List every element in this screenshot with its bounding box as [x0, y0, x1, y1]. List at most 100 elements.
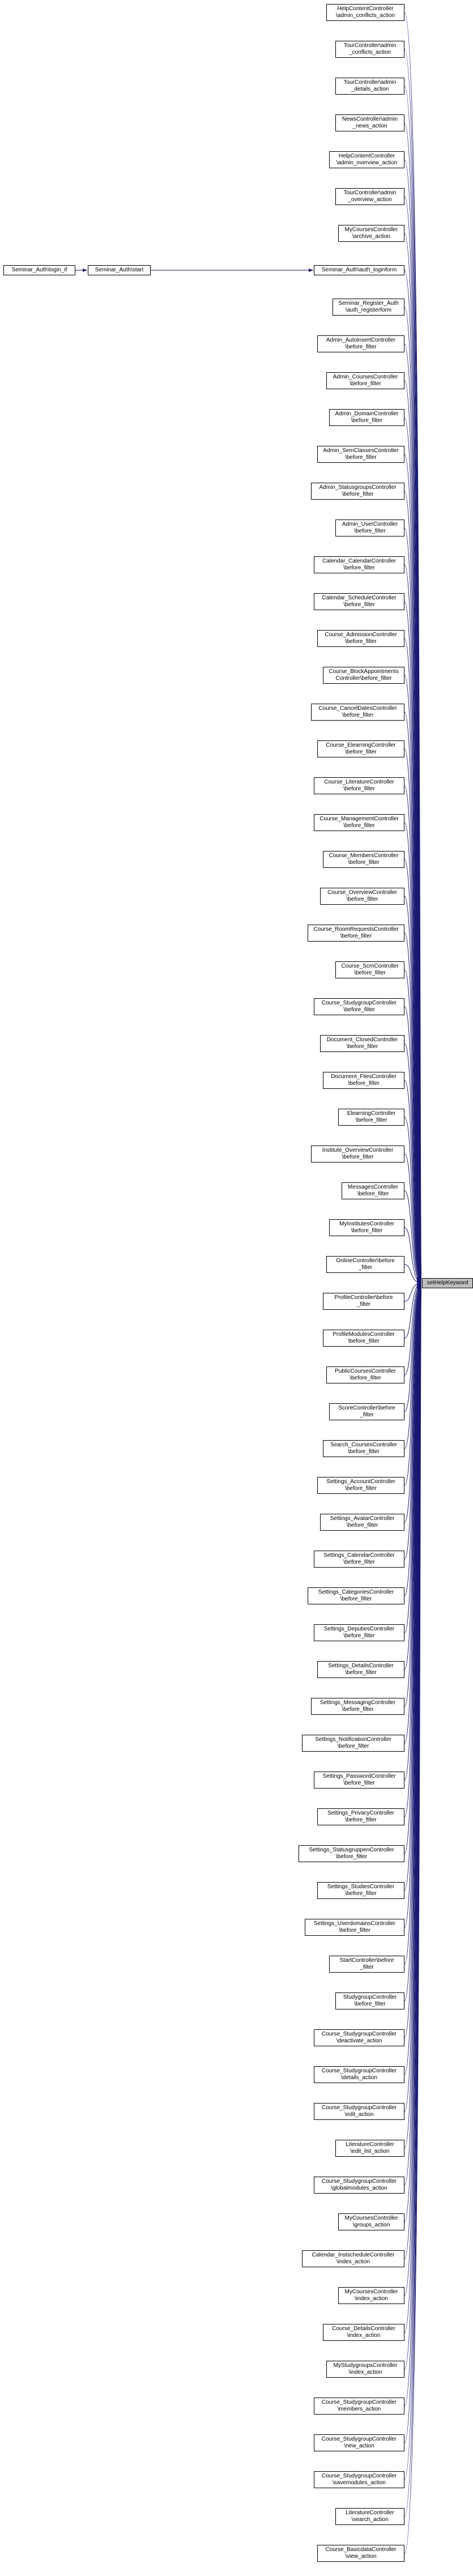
node-newscontroller-admin-news-action[interactable]: NewsController\admin_news_action: [335, 114, 404, 131]
node-calendar-instschedulecontroller-index-action[interactable]: Calendar_InstscheduleController\index_ac…: [302, 2250, 404, 2267]
call-edge: [404, 1190, 422, 1284]
node-helpcontentcontroller-admin-overview-action[interactable]: HelpContentController\admin_overview_act…: [329, 151, 404, 168]
node-course-overviewcontroller-before-filter[interactable]: Course_OverviewController\before_filter: [320, 888, 404, 905]
node-label-line: Course_StudygroupController: [321, 2068, 397, 2074]
node-settings-calendarcontroller-before-filter[interactable]: Settings_CalendarController\before_filte…: [314, 1551, 404, 1568]
node-settings-messagingcontroller-before-filter[interactable]: Settings_MessagingController\before_filt…: [311, 1698, 404, 1715]
node-course-detailscontroller-index-action[interactable]: Course_DetailsController\index_action: [323, 2324, 404, 2341]
node-literaturecontroller-edit-list-action[interactable]: LiteratureController\edit_list_action: [335, 2140, 404, 2157]
node-course-memberscontroller-before-filter[interactable]: Course_MembersController\before_filter: [323, 851, 404, 868]
node-settings-statusgruppencontroller-before-filter[interactable]: Settings_StatusgruppenController\before_…: [299, 1845, 404, 1862]
node-course-studygroupcontroller-savemodules-action[interactable]: Course_StudygroupController\savemodules_…: [314, 2471, 404, 2488]
node-course-studygroupcontroller-before-filter[interactable]: Course_StudygroupController\before_filte…: [314, 998, 404, 1015]
node-seminar-register-auth-auth-registerform[interactable]: Seminar_Register_Auth\auth_registerform: [333, 299, 404, 316]
node-label-line: \before_filter: [354, 970, 386, 976]
node-admin-domaincontroller-before-filter[interactable]: Admin_DomainController\before_filter: [329, 409, 404, 426]
node-settings-deputiescontroller-before-filter[interactable]: Settings_DeputiesController\before_filte…: [314, 1624, 404, 1641]
node-settings-privacycontroller-before-filter[interactable]: Settings_PrivacyController\before_filter: [317, 1808, 404, 1825]
node-course-basicdatacontroller-view-action[interactable]: Course_BasicdataController\view_action: [317, 2545, 404, 2562]
node-settings-studiescontroller-before-filter[interactable]: Settings_StudiesController\before_filter: [317, 1882, 404, 1899]
node-label-line: Course_BlockAppointments: [329, 669, 399, 675]
node-label-line: \before_filter: [342, 1154, 374, 1160]
node-label-line: _news_action: [352, 123, 387, 129]
node-startcontroller-before-filter[interactable]: StartController\before_filter: [329, 1956, 404, 1973]
node-label-line: \before_filter: [343, 823, 375, 829]
node-label-line: Course_BasicdataController: [325, 2547, 397, 2553]
node-studygroupcontroller-before-filter[interactable]: StudygroupController\before_filter: [335, 1992, 404, 2009]
node-label-line: Settings_AvatarController: [330, 1515, 395, 1522]
node-admin-autoinsertcontroller-before-filter[interactable]: Admin_AutoinsertController\before_filter: [317, 335, 404, 352]
node-label-line: \globalmodules_action: [331, 2185, 387, 2191]
node-settings-userdomainscontroller-before-filter[interactable]: Settings_UserdomainsController\before_fi…: [305, 1919, 404, 1936]
node-search-coursescontroller-before-filter[interactable]: Search_CoursesController\before_filter: [323, 1440, 404, 1457]
node-mycoursescontroller-archive-action[interactable]: MyCoursesController\archive_action: [338, 225, 404, 242]
node-label-line: Course_RoomRequestsController: [313, 926, 399, 933]
node-institute-overviewcontroller-before-filter[interactable]: Institute_OverviewController\before_filt…: [311, 1146, 404, 1163]
node-admin-coursescontroller-before-filter[interactable]: Admin_CoursesController\before_filter: [326, 372, 404, 389]
node-label-line: Course_MembersController: [329, 853, 399, 859]
node-profilemodulescontroller-before-filter[interactable]: ProfileModulesController\before_filter: [323, 1330, 404, 1347]
node-course-studygroupcontroller-deactivate-action[interactable]: Course_StudygroupController\deactivate_a…: [314, 2029, 404, 2046]
node-scorecontroller-before-filter[interactable]: ScoreController\before_filter: [329, 1403, 404, 1420]
node-admin-statusgroupscontroller-before-filter[interactable]: Admin_StatusgroupsController\before_filt…: [311, 483, 404, 500]
node-publiccoursescontroller-before-filter[interactable]: PublicCoursesController\before_filter: [326, 1366, 404, 1383]
node-tourcontroller-admin-conflicts-action[interactable]: TourController\admin_conflicts_action: [335, 41, 404, 58]
call-edge: [404, 1227, 422, 1285]
node-admin-usercontroller-before-filter[interactable]: Admin_UserController\before_filter: [335, 520, 404, 537]
node-settings-categoriescontroller-before-filter[interactable]: Settings_CategoriesController\before_fil…: [308, 1587, 404, 1604]
node-label-line: ScoreController\before: [338, 1405, 395, 1411]
node-course-elearningcontroller-before-filter[interactable]: Course_ElearningController\before_filter: [317, 740, 404, 757]
node-label-line: \before_filter: [345, 1485, 377, 1492]
node-myinstitutescontroller-before-filter[interactable]: MyInstitutesController\before_filter: [329, 1219, 404, 1236]
node-label-line: MyInstitutesController: [339, 1221, 394, 1227]
node-tourcontroller-admin-details-action[interactable]: TourController\admin_details_action: [335, 78, 404, 95]
node-course-studygroupcontroller-edit-action[interactable]: Course_StudygroupController\edit_action: [314, 2103, 404, 2120]
node-elearningcontroller-before-filter[interactable]: ElearningController\before_filter: [338, 1109, 404, 1126]
node-course-roomrequestscontroller-before-filter[interactable]: Course_RoomRequestsController\before_fil…: [308, 925, 404, 942]
node-settings-detailscontroller-before-filter[interactable]: Settings_DetailsController\before_filter: [317, 1661, 404, 1678]
node-document-closedcontroller-before-filter[interactable]: Document_ClosedController\before_filter: [320, 1035, 404, 1052]
node-label-line: \search_action: [351, 2517, 389, 2523]
node-literaturecontroller-search-action[interactable]: LiteratureController\search_action: [335, 2508, 404, 2525]
node-document-filescontroller-before-filter[interactable]: Document_FilesController\before_filter: [323, 1072, 404, 1089]
node-messagescontroller-before-filter[interactable]: MessagesController\before_filter: [342, 1182, 404, 1199]
node-course-managementcontroller-before-filter[interactable]: Course_ManagementController\before_filte…: [314, 814, 404, 831]
node-label-line: Document_ClosedController: [326, 1037, 398, 1043]
node-label-line: Admin_StatusgroupsController: [319, 484, 397, 491]
node-calendar-schedulecontroller-before-filter[interactable]: Calendar_ScheduleController\before_filte…: [314, 593, 404, 610]
node-mycoursescontroller-groups-action[interactable]: MyCoursesController\groups_action: [338, 2213, 404, 2230]
node-mycoursescontroller-index-action[interactable]: MyCoursesController\index_action: [338, 2287, 404, 2304]
node-seminar-auth-login-if[interactable]: Seminar_Auth\login_if: [3, 265, 75, 275]
node-settings-avatarcontroller-before-filter[interactable]: Settings_AvatarController\before_filter: [320, 1514, 404, 1531]
node-tourcontroller-admin-overview-action[interactable]: TourController\admin_overview_action: [335, 188, 404, 205]
node-label-line: Course_AdmissionController: [325, 632, 397, 638]
node-seminar-auth-auth-loginform[interactable]: Seminar_Auth\auth_loginform: [314, 265, 404, 275]
node-label-line: MyStudygroupsController: [333, 2362, 398, 2369]
node-course-canceldatescontroller-before-filter[interactable]: Course_CancelDatesController\before_filt…: [311, 704, 404, 721]
node-label-line: Document_FilesController: [331, 1074, 397, 1080]
node-mystudygroupscontroller-index-action[interactable]: MyStudygroupsController\index_action: [326, 2361, 404, 2378]
node-settings-notificationcontroller-before-filter[interactable]: Settings_NotificationController\before_f…: [302, 1735, 404, 1752]
node-course-admissioncontroller-before-filter[interactable]: Course_AdmissionController\before_filter: [317, 630, 404, 647]
node-course-studygroupcontroller-details-action[interactable]: Course_StudygroupController\details_acti…: [314, 2066, 404, 2083]
node-course-studygroupcontroller-members-action[interactable]: Course_StudygroupController\members_acti…: [314, 2398, 404, 2415]
node-course-scmcontroller-before-filter[interactable]: Course_ScmController\before_filter: [335, 961, 404, 978]
node-calendar-calendarcontroller-before-filter[interactable]: Calendar_CalendarController\before_filte…: [314, 556, 404, 573]
node-label-line: \before_filter: [348, 1449, 380, 1455]
node-label-line: \before_filter: [339, 1927, 370, 1934]
node-label-line: Institute_OverviewController: [322, 1147, 394, 1153]
node-onlinecontroller-before-filter[interactable]: OnlineController\before_filter: [326, 1256, 404, 1273]
node-settings-passwordcontroller-before-filter[interactable]: Settings_PasswordController\before_filte…: [314, 1772, 404, 1789]
node-profilecontroller-before-filter[interactable]: ProfileController\before_filter: [323, 1293, 404, 1310]
node-course-studygroupcontroller-globalmodules-action[interactable]: Course_StudygroupController\globalmodule…: [314, 2177, 404, 2194]
node-label-line: HelpContentController: [339, 153, 395, 159]
node-seminar-auth-start[interactable]: Seminar_Auth\start: [88, 265, 151, 275]
node-label-line: \index_action: [336, 2259, 370, 2265]
node-helpcontentcontroller-admin-conflicts-action[interactable]: HelpContentController\admin_conflicts_ac…: [326, 4, 404, 21]
node-course-literaturecontroller-before-filter[interactable]: Course_LiteratureController\before_filte…: [314, 777, 404, 794]
node-admin-semclassescontroller-before-filter[interactable]: Admin_SemClassesController\before_filter: [317, 446, 404, 463]
node-course-studygroupcontroller-new-action[interactable]: Course_StudygroupController\new_action: [314, 2434, 404, 2451]
node-settings-accountcontroller-before-filter[interactable]: Settings_AccountController\before_filter: [317, 1477, 404, 1494]
